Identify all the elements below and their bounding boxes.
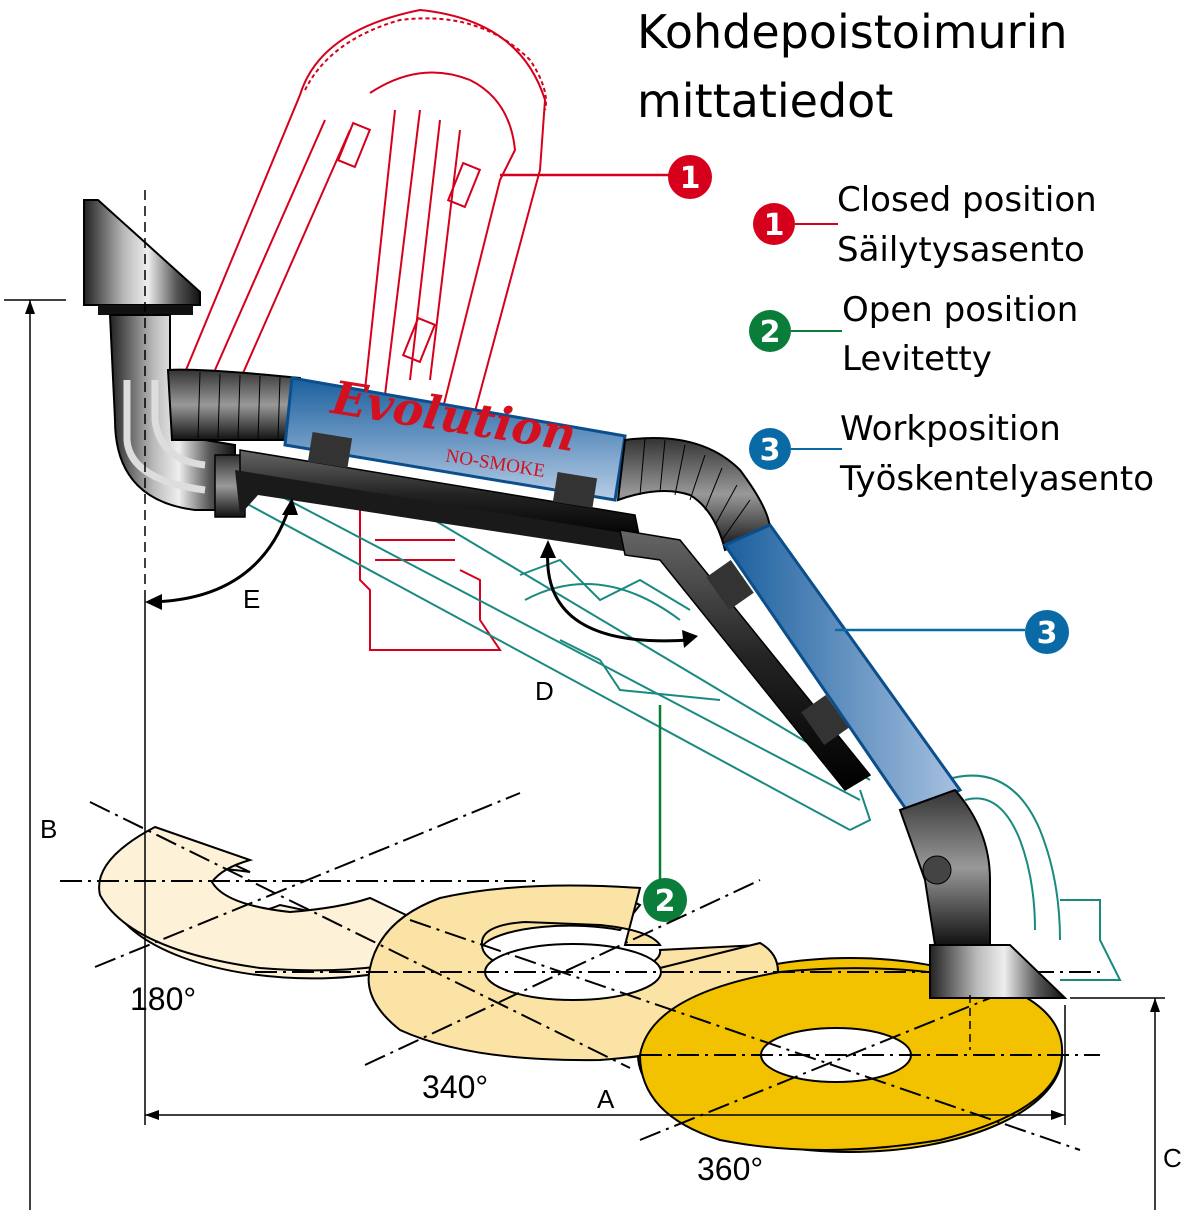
dimension-label-e: E (243, 584, 260, 614)
legend-label-en-1: Closed position (837, 180, 1097, 220)
dimension-arrowheads (25, 300, 1160, 1120)
legend-number-1: 1 (764, 208, 785, 243)
angle-arc-e (145, 498, 298, 610)
dimension-label-d: D (535, 676, 554, 706)
legend-badge-1 (753, 203, 795, 245)
legend-item-work: 3 Workposition Työskentelyasento (749, 409, 1154, 499)
legend-label-fi-2: Levitetty (842, 339, 992, 379)
rotation-label-360: 360° (697, 1151, 763, 1187)
closed-callout-number: 1 (680, 161, 701, 196)
dimension-lines (4, 190, 1165, 1210)
flex-hose-upper (166, 368, 301, 442)
legend-badge-2 (749, 310, 791, 352)
title-line-1: Kohdepoistoimurin (637, 5, 1068, 59)
support-arm (235, 432, 872, 791)
rotation-zone-360-shape (638, 967, 1064, 1151)
legend-label-en-3: Workposition (840, 409, 1061, 449)
legend-item-open: 2 Open position Levitetty (749, 290, 1078, 379)
legend-label-en-2: Open position (842, 290, 1078, 330)
work-callout-number: 3 (1037, 616, 1058, 651)
work-callout-badge: 3 (1025, 610, 1069, 654)
legend-label-fi-3: Työskentelyasento (839, 459, 1154, 499)
dimension-label-c: C (1163, 1143, 1182, 1173)
legend-item-closed: 1 Closed position Säilytysasento (753, 180, 1097, 270)
blue-tube-lower (722, 523, 963, 817)
legend: 1 Closed position Säilytysasento 2 Open … (749, 180, 1154, 499)
work-hood (898, 788, 1068, 999)
open-callout-number: 2 (655, 884, 676, 919)
blue-tube-upper (283, 376, 627, 502)
legend-number-2: 2 (760, 315, 781, 350)
open-callout-badge: 2 (643, 878, 687, 922)
legend-badge-3 (749, 428, 791, 470)
closed-position-outline (185, 8, 547, 651)
closed-callout-badge: 1 (668, 155, 712, 199)
legend-label-fi-1: Säilytysasento (837, 230, 1085, 270)
legend-number-3: 3 (760, 433, 781, 468)
dimension-label-b: B (40, 814, 57, 844)
dimension-label-a: A (597, 1084, 615, 1114)
angle-arc-d (540, 540, 698, 648)
title-line-2: mittatiedot (637, 74, 893, 128)
rotation-label-180: 180° (130, 981, 196, 1017)
rotation-label-340: 340° (422, 1069, 488, 1105)
